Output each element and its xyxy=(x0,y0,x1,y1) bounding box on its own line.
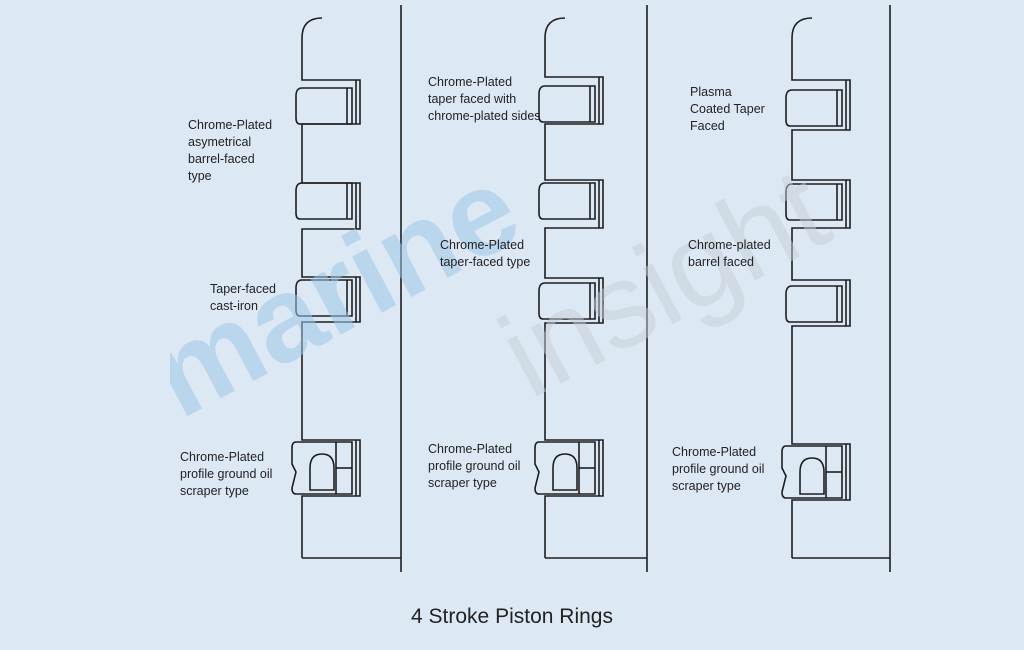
label-left-ring3: Chrome-Plated profile ground oil scraper… xyxy=(180,450,273,498)
ring-left-3 xyxy=(295,279,353,317)
piston-outline-right xyxy=(791,17,851,558)
label-left-ring2: Taper-faced cast-iron xyxy=(210,282,277,313)
ring-right-1 xyxy=(785,89,843,127)
ring-middle-2 xyxy=(538,182,596,220)
ring-left-1 xyxy=(295,87,353,125)
scraper-ring-left-slot xyxy=(309,453,335,491)
piston-outline-middle xyxy=(544,17,604,558)
ring-middle-1 xyxy=(538,85,596,123)
scraper-ring-right-slot xyxy=(799,457,825,495)
label-right-ring3: Chrome-Plated profile ground oil scraper… xyxy=(672,445,765,493)
ring-right-3 xyxy=(785,285,843,323)
ring-right-2 xyxy=(785,183,843,221)
label-middle-ring1: Chrome-Plated taper faced with chrome-pl… xyxy=(428,75,541,123)
scraper-ring-middle-slot xyxy=(552,453,578,491)
label-middle-ring2: Chrome-Plated taper-faced type xyxy=(440,238,531,269)
label-left-ring1: Chrome-Plated asymetrical barrel-faced t… xyxy=(188,118,273,183)
ring-middle-3 xyxy=(538,282,596,320)
label-middle-ring3: Chrome-Plated profile ground oil scraper… xyxy=(428,442,521,490)
ring-left-2 xyxy=(295,182,353,220)
scraper-ring-middle xyxy=(534,441,596,495)
scraper-ring-left xyxy=(291,441,353,495)
label-right-ring1: Plasma Coated Taper Faced xyxy=(690,85,765,133)
label-right-ring2: Chrome-plated barrel faced xyxy=(688,238,771,269)
scraper-ring-right xyxy=(781,445,843,499)
diagram-caption: 4 Stroke Piston Rings xyxy=(411,605,613,628)
